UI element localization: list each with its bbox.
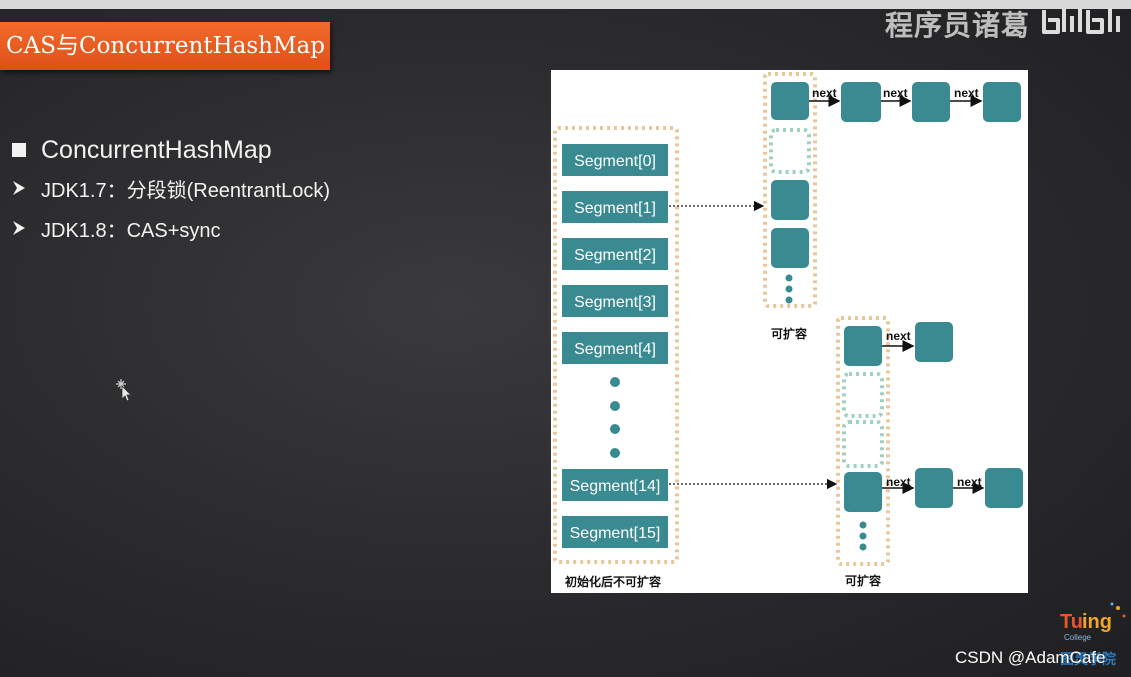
segment-15: Segment[15] <box>562 516 668 548</box>
segment-4: Segment[4] <box>562 332 668 364</box>
upper-node-2 <box>771 180 809 220</box>
bullet-sub-2: JDK1.8：CAS+sync <box>12 208 330 248</box>
svg-text:Segment[4]: Segment[4] <box>574 341 656 358</box>
svg-text:Segment[2]: Segment[2] <box>574 247 656 264</box>
watermark-author: 程序员诸葛 <box>885 10 1031 41</box>
svg-text:Tu: Tu <box>1060 611 1083 633</box>
svg-text:Segment[14]: Segment[14] <box>570 478 661 495</box>
svg-text:College: College <box>1064 633 1092 642</box>
segment-3: Segment[3] <box>562 285 668 317</box>
arrowhead-bullet-icon <box>13 221 25 235</box>
lower-chain-node-a1 <box>915 322 953 362</box>
upper-next-label-2: next <box>883 86 908 100</box>
segment-14: Segment[14] <box>562 469 668 501</box>
upper-chain-node-1 <box>841 82 881 122</box>
upper-empty-slot <box>769 128 811 174</box>
bullet-main-text: ConcurrentHashMap <box>41 135 272 164</box>
bullet-sub-1: JDK1.7：分段锁(ReentrantLock) <box>12 168 330 208</box>
upper-next-label-3: next <box>954 86 979 100</box>
lower-chain-node-b2 <box>985 468 1023 508</box>
csdn-watermark: CSDN @AdamCafe <box>955 648 1106 667</box>
upper-table-ellipsis <box>785 274 793 304</box>
slide-title: CAS与ConcurrentHashMap <box>0 22 330 70</box>
lower-next-label-b1: next <box>886 475 911 489</box>
segment-2: Segment[2] <box>562 238 668 270</box>
upper-node-3 <box>771 228 809 268</box>
bullet-sub-2-text: JDK1.8：CAS+sync <box>41 219 221 242</box>
bullet-list: ConcurrentHashMap JDK1.7：分段锁(ReentrantLo… <box>12 132 330 248</box>
lower-empty-slot-1 <box>842 372 884 418</box>
arrowhead-bullet-icon <box>13 181 25 195</box>
bullet-sub-1-text: JDK1.7：分段锁(ReentrantLock) <box>41 179 330 202</box>
segment-diagram: Segment[0] Segment[1] Segment[2] Segment… <box>551 70 1028 593</box>
lower-node-0 <box>844 326 882 366</box>
svg-text:Segment[1]: Segment[1] <box>574 200 656 217</box>
caption-expand-top: 可扩容 <box>771 326 807 341</box>
upper-next-label-1: next <box>812 86 837 100</box>
bilibili-logo-icon <box>1042 8 1120 34</box>
lower-empty-slot-2 <box>842 420 884 468</box>
segment-array-border <box>553 126 679 564</box>
upper-chain-node-3 <box>983 82 1021 122</box>
lower-chain-node-b1 <box>915 468 953 508</box>
lower-node-3 <box>844 472 882 512</box>
upper-chain-node-2 <box>912 82 950 122</box>
top-bar <box>0 0 1131 9</box>
lower-next-label-a1: next <box>886 329 911 343</box>
lower-table-ellipsis <box>859 521 867 551</box>
lower-next-label-b2: next <box>957 475 982 489</box>
lower-table-border <box>836 316 890 566</box>
caption-expand-bottom: 可扩容 <box>845 573 881 588</box>
caption-segments-fixed: 初始化后不可扩容 <box>565 574 661 589</box>
svg-text:Segment[3]: Segment[3] <box>574 294 656 311</box>
tuling-college-logo-icon: Tu ing College 图灵学院 <box>1060 602 1126 668</box>
svg-text:Segment[15]: Segment[15] <box>570 525 661 542</box>
square-bullet-icon <box>12 143 26 157</box>
segment-ellipsis <box>610 377 620 458</box>
svg-text:ing: ing <box>1082 611 1112 633</box>
mouse-cursor-icon <box>116 379 132 402</box>
diagram-canvas: Segment[0] Segment[1] Segment[2] Segment… <box>553 72 1023 589</box>
segment-1: Segment[1] <box>562 191 668 223</box>
bullet-main: ConcurrentHashMap <box>12 132 330 168</box>
svg-text:图灵学院: 图灵学院 <box>1060 651 1116 668</box>
upper-table-border <box>763 72 817 308</box>
svg-text:Segment[0]: Segment[0] <box>574 153 656 170</box>
upper-node-0 <box>771 82 809 120</box>
segment-0: Segment[0] <box>562 144 668 176</box>
